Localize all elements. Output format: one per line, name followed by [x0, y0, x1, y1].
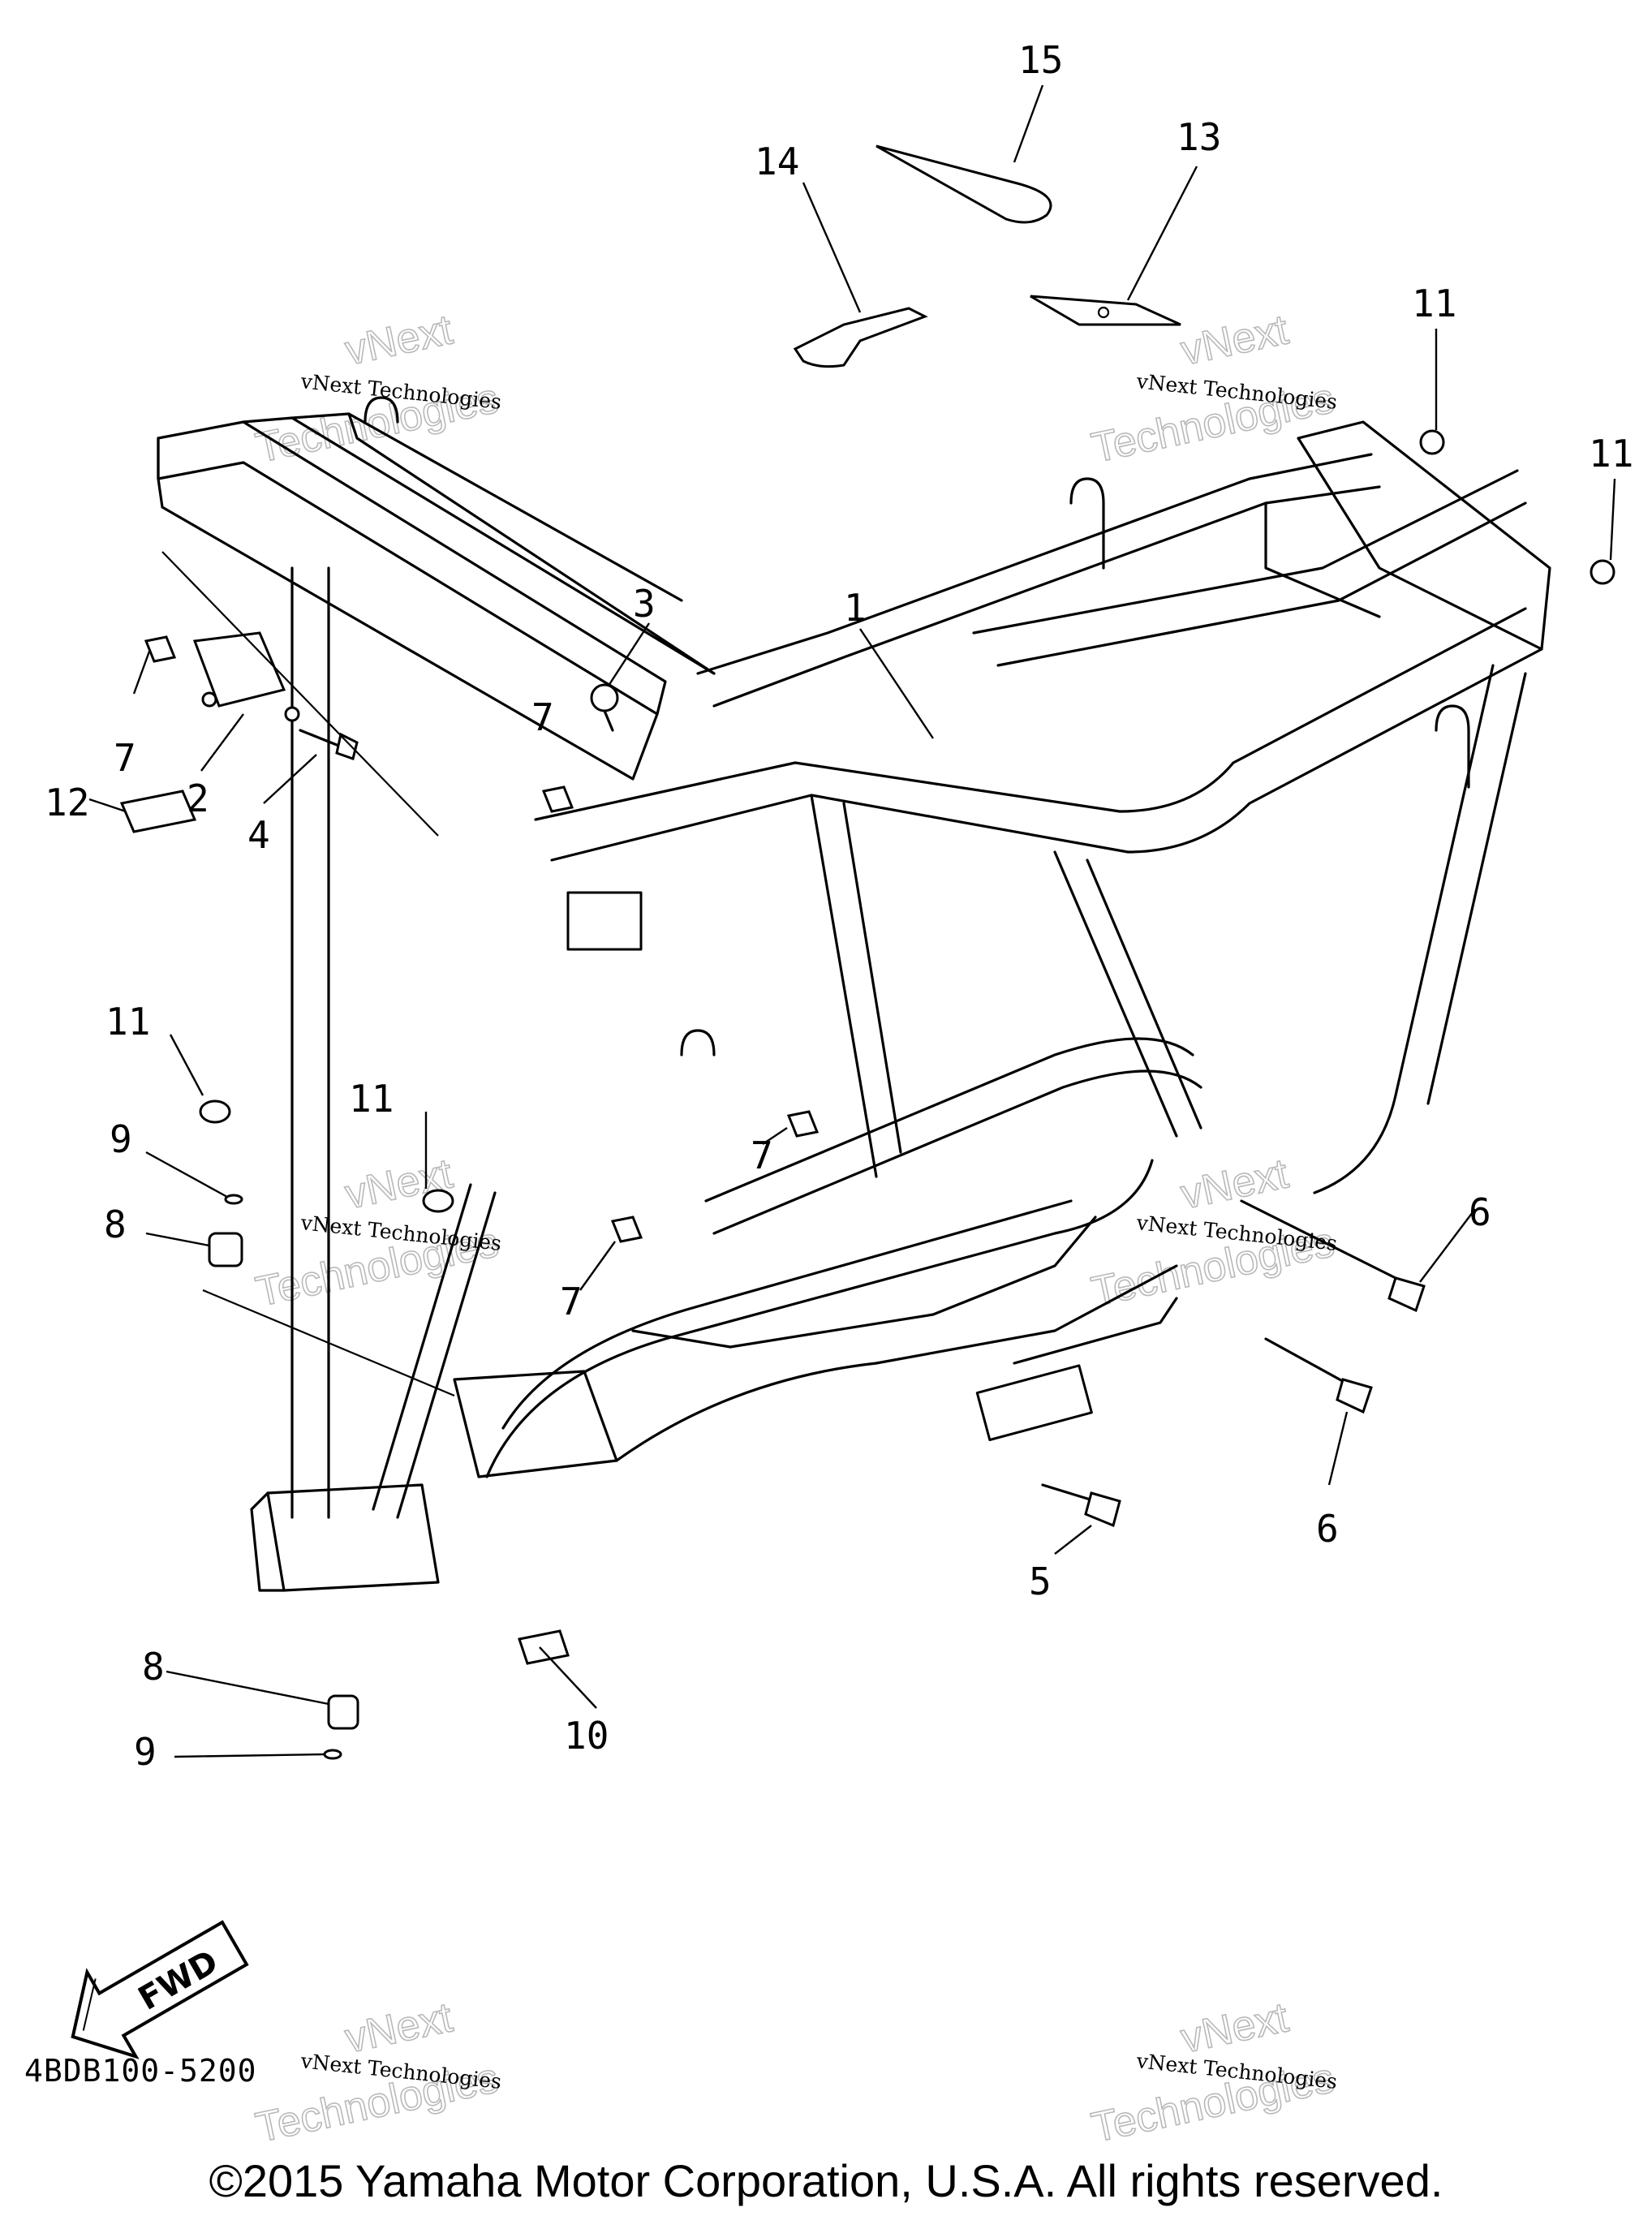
callout-label-7-b: 7 — [114, 736, 136, 780]
callout-label-11-b: 11 — [1589, 432, 1633, 475]
callout-label-10: 10 — [564, 1714, 609, 1758]
part-15-strap — [875, 144, 1052, 224]
diagram-code: 4BDB100-5200 — [24, 2053, 257, 2089]
callout-label-7-c: 7 — [751, 1134, 773, 1177]
callout-label-1: 1 — [844, 586, 867, 630]
watermark-big-line1: vNext — [1177, 306, 1293, 374]
part-13-plate — [1030, 295, 1181, 326]
frame-hardware — [119, 429, 1615, 1760]
callout-label-2: 2 — [187, 777, 209, 820]
main-frame-drawing — [157, 396, 1551, 1592]
callout-label-8-b: 8 — [142, 1645, 165, 1689]
watermark-mid-right: vNext Technologies vNext Technologies — [1087, 1149, 1340, 1316]
watermark-group: vNext Technologies vNext Technologies vN… — [252, 305, 1340, 2152]
callout-label-3: 3 — [633, 582, 656, 626]
callout-label-7-a: 7 — [531, 695, 554, 739]
leader-lines — [88, 84, 1616, 1758]
watermark-top-right: vNext Technologies vNext Technologies — [1087, 305, 1340, 472]
callout-label-9-b: 9 — [134, 1730, 157, 1774]
watermark-bottom-right: vNext Technologies vNext Technologies — [1087, 1993, 1340, 2152]
callout-label-7-d: 7 — [560, 1280, 583, 1323]
watermark-big-line1: vNext — [1177, 1994, 1293, 2062]
watermark-big-line1: vNext — [341, 1994, 457, 2062]
callout-label-4: 4 — [247, 813, 270, 857]
watermark-bottom-left: vNext Technologies vNext Technologies — [252, 1993, 504, 2152]
callout-label-5: 5 — [1029, 1560, 1052, 1603]
callout-label-11-d: 11 — [349, 1077, 394, 1121]
callout-label-8-a: 8 — [104, 1203, 127, 1246]
callout-label-6-a: 6 — [1469, 1190, 1491, 1234]
watermark-top-left: vNext Technologies vNext Technologies — [252, 305, 504, 472]
watermark-big-line1: vNext — [341, 306, 457, 374]
part-14-clip — [793, 307, 928, 368]
watermark-big-line1: vNext — [1177, 1150, 1293, 1218]
callout-label-11-a: 11 — [1412, 282, 1456, 325]
callout-labels: 15 14 13 11 11 3 1 7 7 2 4 12 11 9 11 8 … — [45, 38, 1633, 1774]
callout-label-6-b: 6 — [1316, 1507, 1339, 1551]
callout-label-11-c: 11 — [105, 1000, 150, 1043]
copyright-notice: ©2015 Yamaha Motor Corporation, U.S.A. A… — [209, 2155, 1443, 2206]
callout-label-13: 13 — [1177, 115, 1221, 159]
callout-label-15: 15 — [1018, 38, 1063, 82]
callout-label-9-a: 9 — [110, 1117, 132, 1161]
callout-label-12: 12 — [45, 781, 89, 824]
accessory-parts — [793, 144, 1181, 368]
callout-label-14: 14 — [755, 140, 799, 183]
